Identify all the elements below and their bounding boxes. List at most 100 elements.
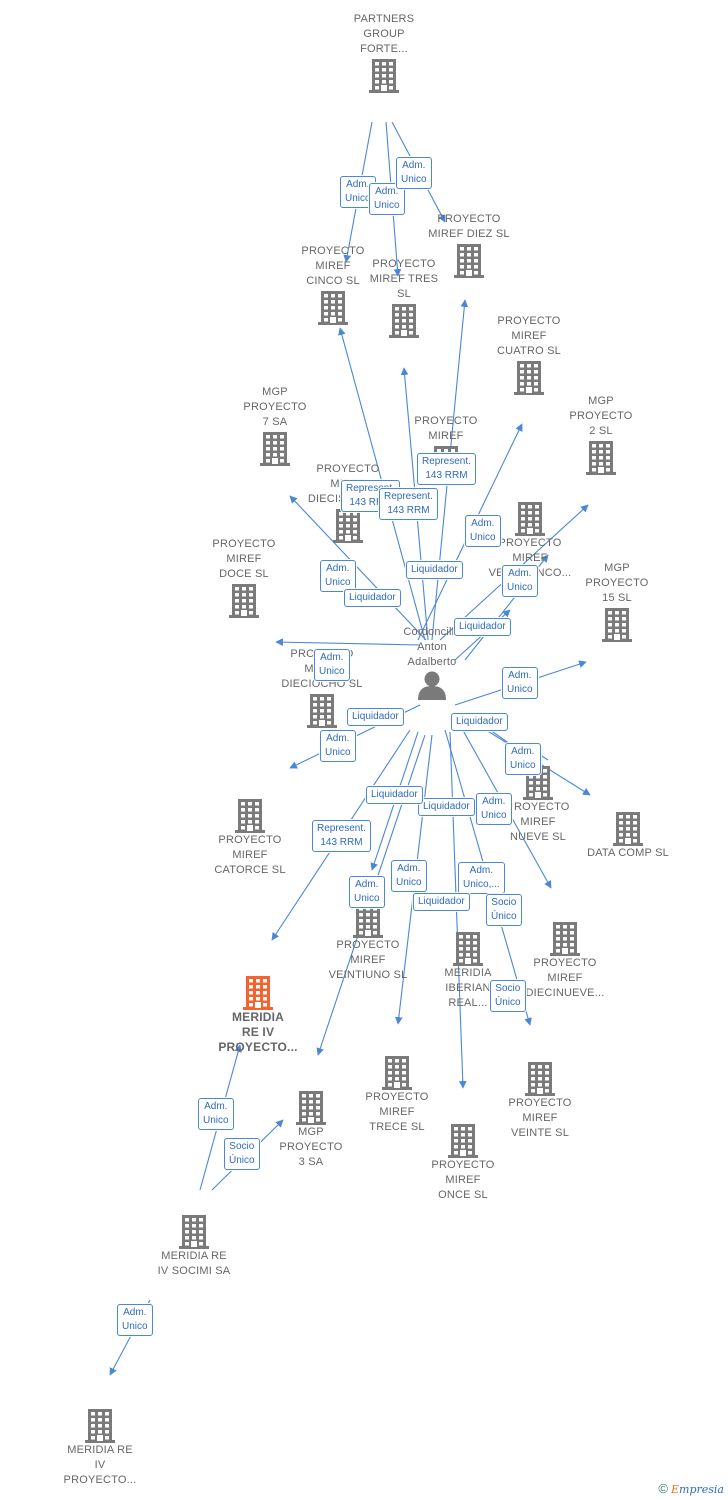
edge-label: Liquidador: [418, 798, 475, 816]
edge-label: Represent. 143 RRM: [417, 453, 476, 485]
building-icon: [562, 606, 672, 642]
edge-label: Liquidador: [406, 561, 463, 579]
node-focus[interactable]: MERIDIA RE IV PROYECTO...: [203, 974, 313, 1055]
building-icon: [475, 500, 585, 536]
node-label: PROYECTO MIREF DIEZ SL: [428, 213, 510, 240]
building-icon: [45, 1407, 155, 1443]
node-doce[interactable]: PROYECTO MIREF DOCE SL: [189, 537, 299, 618]
building-icon: [342, 1054, 452, 1090]
node-cinco[interactable]: PROYECTO MIREF CINCO SL: [278, 244, 388, 325]
node-catorce[interactable]: PROYECTO MIREF CATORCE SL: [195, 797, 305, 878]
building-icon: [195, 797, 305, 833]
edge-label: Socio Único: [224, 1138, 260, 1170]
node-meridia_bottom[interactable]: MERIDIA RE IV PROYECTO...: [45, 1407, 155, 1488]
edge-label: Adm. Unico: [349, 876, 385, 908]
node-veinte[interactable]: PROYECTO MIREF VEINTE SL: [485, 1060, 595, 1141]
node-label: PROYECTO MIREF VEINTIUNO SL: [328, 939, 408, 981]
node-label: PROYECTO MIREF CUATRO SL: [497, 315, 561, 357]
building-icon: [413, 930, 523, 966]
node-label: MERIDIA RE IV SOCIMI SA: [157, 1250, 231, 1277]
edge-label: Adm. Unico: [476, 793, 512, 825]
building-icon: [189, 582, 299, 618]
node-label: PROYECTO MIREF DIECINUEVE...: [525, 957, 605, 999]
edge-label: Liquidador: [454, 618, 511, 636]
building-icon: [256, 1089, 366, 1125]
node-partners[interactable]: PARTNERS GROUP FORTE...: [329, 12, 439, 93]
node-label: PROYECTO MIREF DOCE SL: [212, 538, 276, 580]
node-socimi[interactable]: MERIDIA RE IV SOCIMI SA: [139, 1213, 249, 1279]
edge-label: Represent. 143 RRM: [379, 488, 438, 520]
edge-label: Adm. Unico: [198, 1098, 234, 1130]
node-label: MERIDIA IBERIAN REAL...: [444, 967, 492, 1009]
building-icon: [546, 439, 656, 475]
node-mgp7[interactable]: MGP PROYECTO 7 SA: [220, 385, 330, 466]
edge-label: Adm. Unico: [320, 560, 356, 592]
node-label: MERIDIA RE IV PROYECTO...: [218, 1010, 298, 1054]
building-icon: [474, 359, 584, 395]
node-person[interactable]: Cordoncillo Anton Adalberto: [377, 625, 487, 700]
edge-label: Liquidador: [344, 589, 401, 607]
node-label: PROYECTO MIREF: [414, 415, 478, 442]
node-label: PROYECTO MIREF NUEVE SL: [506, 801, 570, 843]
edge-label: Socio Único: [490, 980, 526, 1012]
edge-label: Liquidador: [347, 708, 404, 726]
node-diecinueve[interactable]: PROYECTO MIREF DIECINUEVE...: [510, 920, 620, 1001]
node-label: PROYECTO MIREF VEINTE SL: [508, 1097, 572, 1139]
edge-label: Liquidador: [451, 713, 508, 731]
edge-label: Socio Único: [486, 894, 522, 926]
building-icon: [485, 1060, 595, 1096]
building-icon: [329, 57, 439, 93]
edge-label: Liquidador: [413, 893, 470, 911]
node-datacomp[interactable]: DATA COMP SL: [573, 810, 683, 861]
edge-label: Adm. Unico: [502, 667, 538, 699]
copyright-icon: ©: [658, 1481, 668, 1496]
building-icon: [267, 692, 377, 728]
node-label: PROYECTO MIREF CATORCE SL: [214, 834, 286, 876]
building-icon: [139, 1213, 249, 1249]
edge-line: [275, 638, 421, 646]
node-label: MGP PROYECTO 15 SL: [585, 562, 649, 604]
edge-label: Adm. Unico: [396, 157, 432, 189]
node-label: PROYECTO MIREF TRES SL: [369, 258, 439, 300]
building-icon: [220, 430, 330, 466]
node-label: DATA COMP SL: [587, 847, 669, 859]
building-icon: [293, 507, 403, 543]
building-icon: [313, 902, 423, 938]
node-tres[interactable]: PROYECTO MIREF TRES SL: [349, 257, 459, 338]
node-label: MGP PROYECTO 3 SA: [279, 1126, 343, 1168]
edge-label: Adm. Unico: [314, 649, 350, 681]
node-label: MGP PROYECTO 2 SL: [569, 395, 633, 437]
edge-label: Adm. Unico: [505, 743, 541, 775]
node-cuatro[interactable]: PROYECTO MIREF CUATRO SL: [474, 314, 584, 395]
node-mgp2[interactable]: MGP PROYECTO 2 SL: [546, 394, 656, 475]
node-label: Cordoncillo Anton Adalberto: [403, 626, 461, 668]
building-icon: [349, 302, 459, 338]
building-icon: [510, 920, 620, 956]
node-label: PROYECTO MIREF TRECE SL: [365, 1091, 429, 1133]
node-diez[interactable]: PROYECTO MIREF DIEZ SL: [414, 212, 524, 278]
edge-label: Adm. Unico: [465, 515, 501, 547]
node-label: PROYECTO MIREF CINCO SL: [301, 245, 365, 287]
building-icon: [414, 242, 524, 278]
person-icon: [377, 670, 487, 700]
node-label: MERIDIA RE IV PROYECTO...: [63, 1444, 137, 1486]
edge-label: Adm. Unico: [320, 730, 356, 762]
node-veintiuno[interactable]: PROYECTO MIREF VEINTIUNO SL: [313, 902, 423, 983]
edge-label: Adm. Unico: [502, 565, 538, 597]
node-mgp3[interactable]: MGP PROYECTO 3 SA: [256, 1089, 366, 1170]
building-icon: [408, 1122, 518, 1158]
edge-label: Adm. Unico,...: [458, 862, 505, 894]
brand-logo: Empresia: [671, 1483, 724, 1496]
edge-label: Adm. Unico: [117, 1304, 153, 1336]
node-once[interactable]: PROYECTO MIREF ONCE SL: [408, 1122, 518, 1203]
node-trece[interactable]: PROYECTO MIREF TRECE SL: [342, 1054, 452, 1135]
footer-brand[interactable]: ©Empresia: [658, 1481, 724, 1496]
node-mgp15[interactable]: MGP PROYECTO 15 SL: [562, 561, 672, 642]
node-label: MGP PROYECTO 7 SA: [243, 386, 307, 428]
building-icon: [203, 974, 313, 1010]
building-icon: [278, 289, 388, 325]
node-label: PARTNERS GROUP FORTE...: [353, 13, 415, 55]
edge-label: Represent. 143 RRM: [312, 820, 371, 852]
node-meridia_iberian[interactable]: MERIDIA IBERIAN REAL...: [413, 930, 523, 1011]
